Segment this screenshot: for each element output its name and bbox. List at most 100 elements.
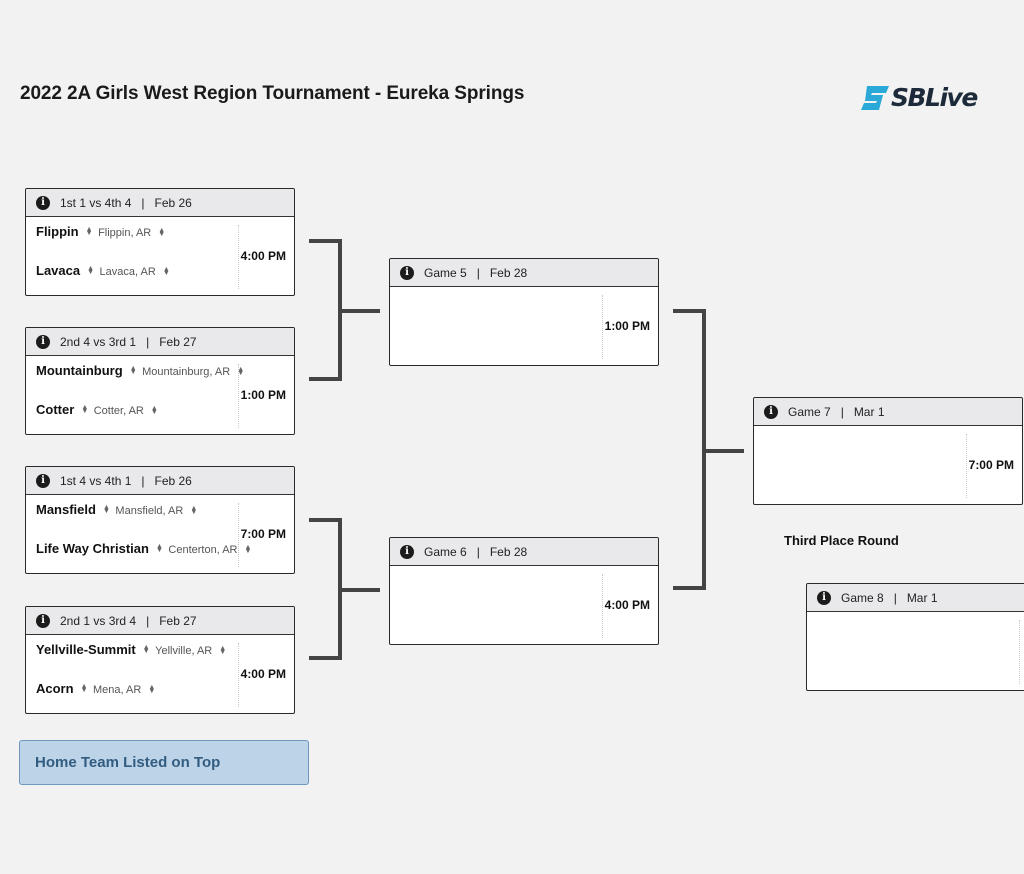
- away-team[interactable]: Lavaca ▲▼ Lavaca, AR ▲▼: [36, 262, 171, 280]
- sort-icon: ▲▼: [80, 683, 88, 694]
- team-location: Lavaca, AR: [99, 266, 156, 278]
- game-label: 1st 4 vs 4th 1: [60, 473, 132, 488]
- game-date: Feb 27: [159, 613, 197, 628]
- sort-icon: ▲▼: [155, 543, 163, 554]
- game-card-3[interactable]: i 1st 4 vs 4th 1 | Feb 26 Mansfield ▲▼ Ma…: [25, 466, 295, 574]
- home-team[interactable]: Mansfield▲▼ Mansfield, AR▲▼: [36, 501, 198, 519]
- team-name: Life Way Christian: [36, 541, 149, 556]
- game-time: 4:00 PM: [604, 598, 650, 612]
- sort-icon: ▲▼: [219, 645, 227, 656]
- info-icon[interactable]: i: [400, 544, 414, 559]
- team-location: Cotter, AR: [93, 405, 144, 417]
- game-time: 7:00 PM: [968, 458, 1014, 472]
- sort-icon: ▲▼: [129, 365, 137, 376]
- game-header: i Game 7 | Mar 1: [754, 398, 1022, 426]
- info-icon[interactable]: i: [36, 334, 50, 349]
- team-location: Mansfield, AR: [115, 505, 184, 517]
- divider: [602, 574, 603, 638]
- game-card-2[interactable]: i 2nd 4 vs 3rd 1 | Feb 27 Mountainburg ▲▼…: [25, 327, 295, 435]
- sblive-logo[interactable]: SBLive: [860, 83, 978, 112]
- game-label: Game 6: [424, 544, 467, 559]
- sort-icon: ▲▼: [150, 405, 158, 416]
- divider: [1019, 620, 1020, 684]
- game-label: 1st 1 vs 4th 4: [60, 195, 132, 210]
- game-header: i 2nd 4 vs 3rd 1 | Feb 27: [26, 328, 294, 356]
- divider: [238, 364, 239, 428]
- game-time: 1:00 PM: [240, 388, 286, 402]
- sort-icon: ▲▼: [158, 227, 166, 238]
- game-date: Feb 26: [154, 473, 192, 488]
- away-team[interactable]: Acorn ▲▼ Mena, AR ▲▼: [36, 680, 156, 698]
- info-icon[interactable]: i: [400, 265, 414, 280]
- game-date: Mar 1: [853, 404, 885, 419]
- game-header: i 1st 4 vs 4th 1 | Feb 26: [26, 467, 294, 495]
- team-location: Mountainburg, AR: [142, 366, 231, 378]
- game-card-6[interactable]: i Game 6 | Feb 28 4:00 PM: [389, 537, 659, 645]
- game-date: Feb 26: [154, 195, 192, 210]
- game-label: Game 8: [841, 590, 884, 605]
- sort-icon: ▲▼: [142, 644, 150, 655]
- game-date: Feb 28: [489, 265, 528, 280]
- team-name: Acorn: [36, 681, 74, 696]
- header-separator: |: [893, 590, 897, 605]
- game-label: Game 7: [788, 404, 831, 419]
- away-team[interactable]: Cotter▲▼ Cotter, AR▲▼: [36, 401, 159, 419]
- home-team[interactable]: Yellville-Summit ▲▼ Yellville, AR ▲▼: [36, 641, 227, 659]
- info-icon[interactable]: i: [764, 404, 778, 419]
- team-location: Mena, AR: [93, 684, 142, 696]
- game-card-5[interactable]: i Game 5 | Feb 28 1:00 PM: [389, 258, 659, 366]
- game-header: i 1st 1 vs 4th 4 | Feb 26: [26, 189, 294, 217]
- sblive-logo-mark-icon: [861, 86, 889, 110]
- info-icon[interactable]: i: [36, 613, 50, 628]
- team-name: Lavaca: [36, 263, 81, 278]
- info-icon[interactable]: i: [36, 195, 50, 210]
- game-label: 2nd 1 vs 3rd 4: [60, 613, 137, 628]
- sort-icon: ▲▼: [162, 266, 170, 277]
- connector-g5-g6: [673, 309, 706, 590]
- divider: [238, 225, 239, 289]
- sort-icon: ▲▼: [81, 404, 89, 415]
- sblive-logo-text: SBLive: [891, 83, 978, 112]
- page-title: 2022 2A Girls West Region Tournament - E…: [20, 83, 525, 104]
- team-name: Flippin: [36, 224, 79, 239]
- header-separator: |: [840, 404, 844, 419]
- divider: [238, 643, 239, 707]
- game-card-4[interactable]: i 2nd 1 vs 3rd 4 | Feb 27 Yellville-Summ…: [25, 606, 295, 714]
- game-label: 2nd 4 vs 3rd 1: [60, 334, 137, 349]
- team-name: Mansfield: [36, 502, 96, 517]
- home-team-legend: Home Team Listed on Top: [19, 740, 309, 785]
- team-location: Yellville, AR: [155, 645, 213, 657]
- info-icon[interactable]: i: [36, 473, 50, 488]
- sort-icon: ▲▼: [148, 684, 156, 695]
- sort-icon: ▲▼: [190, 505, 198, 516]
- game-time: 4:00 PM: [240, 667, 286, 681]
- game-card-8[interactable]: i Game 8 | Mar 1: [806, 583, 1024, 691]
- header-separator: |: [146, 613, 150, 628]
- game-header: i Game 6 | Feb 28: [390, 538, 658, 566]
- game-header: i 2nd 1 vs 3rd 4 | Feb 27: [26, 607, 294, 635]
- divider: [238, 503, 239, 567]
- header-separator: |: [141, 473, 145, 488]
- game-date: Feb 27: [159, 334, 197, 349]
- game-date: Mar 1: [906, 590, 938, 605]
- sort-icon: ▲▼: [237, 366, 245, 377]
- header-separator: |: [476, 544, 480, 559]
- header-separator: |: [141, 195, 145, 210]
- team-location: Flippin, AR: [98, 227, 152, 239]
- game-card-1[interactable]: i 1st 1 vs 4th 4 | Feb 26 Flippin ▲▼ Flip…: [25, 188, 295, 296]
- home-team[interactable]: Flippin▲▼ Flippin, AR▲▼: [36, 223, 166, 241]
- away-team[interactable]: Life Way Christian▲▼ Centerton, AR▲▼: [36, 540, 252, 558]
- game-time: 1:00 PM: [604, 319, 650, 333]
- connector-g1-g2: [309, 239, 342, 381]
- divider: [966, 434, 967, 498]
- game-card-7[interactable]: i Game 7 | Mar 1 7:00 PM: [753, 397, 1023, 505]
- sort-icon: ▲▼: [87, 265, 95, 276]
- game-date: Feb 28: [489, 544, 528, 559]
- home-team[interactable]: Mountainburg ▲▼ Mountainburg, AR ▲▼: [36, 362, 245, 380]
- game-time: 4:00 PM: [240, 249, 286, 263]
- team-name: Mountainburg: [36, 363, 123, 378]
- team-name: Yellville-Summit: [36, 642, 136, 657]
- third-place-heading: Third Place Round: [784, 533, 899, 548]
- info-icon[interactable]: i: [817, 590, 831, 605]
